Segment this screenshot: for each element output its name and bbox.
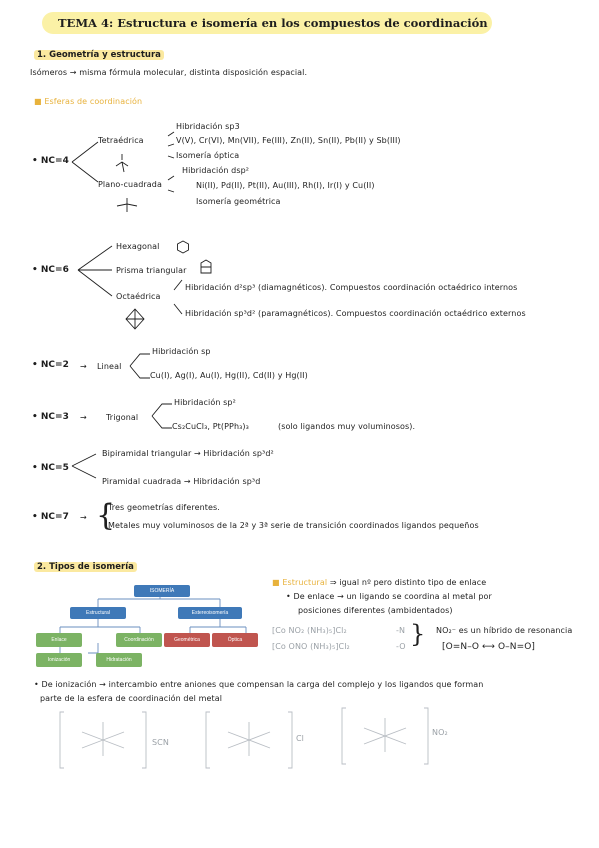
example-nitrito-suffix: -O bbox=[396, 642, 406, 651]
tree-estereo: Estereoisomería bbox=[178, 607, 242, 619]
tetra-isomery: Isomería óptica bbox=[176, 151, 240, 160]
spheres-heading: ■ Esferas de coordinación bbox=[34, 97, 143, 106]
nc7-line2: Metales muy voluminosos de la 2ª y 3ª se… bbox=[108, 521, 479, 530]
nc2-hib: Hibridación sp bbox=[152, 347, 211, 356]
counter-ion-3: NO₂ bbox=[432, 728, 448, 737]
nc7-line1: Tres geometrías diferentes. bbox=[108, 503, 220, 512]
nc6-hib1: Hibridación d²sp³ (diamagnéticos). Compu… bbox=[185, 283, 518, 292]
octahedron-icon bbox=[125, 308, 145, 330]
tetra-hib: Hibridación sp3 bbox=[176, 122, 240, 131]
nc2-label: • NC=2 bbox=[32, 360, 69, 370]
nc3-note: (solo ligandos muy voluminosos). bbox=[278, 422, 416, 431]
nc3-brace bbox=[151, 403, 172, 429]
counter-ion-1: SCN bbox=[152, 738, 169, 747]
example-nitro-suffix: -N bbox=[396, 626, 406, 635]
nc4-branches bbox=[71, 131, 175, 193]
prisma-label: Prisma triangular bbox=[116, 266, 187, 275]
nc5-bipir: Bipiramidal triangular → Hibridación sp³… bbox=[102, 449, 274, 458]
enlace-line1: • De enlace → un ligando se coordina al … bbox=[286, 592, 492, 601]
prism-icon bbox=[200, 259, 212, 274]
nc2-examples: Cu(I), Ag(I), Au(I), Hg(II), Cd(II) y Hg… bbox=[150, 371, 308, 380]
nc6-branches bbox=[77, 245, 183, 315]
tree-root: ISOMERÍA bbox=[134, 585, 190, 597]
plano-examples: Ni(II), Pd(II), Pt(II), Au(III), Rh(I), … bbox=[196, 181, 375, 190]
tree-coordinacion: Coordinación bbox=[116, 633, 162, 647]
example-nitro: [Co NO₂ (NH₃)₅]Cl₂ bbox=[272, 626, 347, 635]
tetra-examples: V(V), Cr(VI), Mn(VII), Fe(III), Zn(II), … bbox=[176, 136, 401, 145]
nc3-trig: Trigonal bbox=[106, 413, 139, 422]
tree-hidratacion: Hidratación bbox=[96, 653, 142, 667]
nc6-label: • NC=6 bbox=[32, 265, 69, 275]
ionizacion-line2: parte de la esfera de coordinación del m… bbox=[40, 694, 223, 703]
section-2-heading: 2. Tipos de isomería bbox=[34, 562, 137, 572]
nc3-hib: Hibridación sp² bbox=[174, 398, 236, 407]
hexagon-icon bbox=[177, 240, 189, 254]
nc6-hib2: Hibridación sp³d² (paramagnéticos). Comp… bbox=[185, 309, 526, 318]
nc4-label: • NC=4 bbox=[32, 156, 69, 166]
counter-ion-2: Cl bbox=[296, 734, 305, 743]
title-highlight bbox=[42, 12, 492, 34]
nc5-pir: Piramidal cuadrada → Hibridación sp³d bbox=[102, 477, 261, 486]
isomers-definition: Isómeros → misma fórmula molecular, dist… bbox=[30, 68, 308, 77]
example-brace: } bbox=[410, 620, 426, 648]
tree-geometrica: Geométrica bbox=[164, 633, 210, 647]
tetrahedral-sketch-icon bbox=[115, 154, 129, 173]
estructural-note: ■ Estructural ⇒ igual nº pero distinto t… bbox=[272, 578, 487, 587]
nc7-arrow: → bbox=[80, 513, 87, 522]
plano-isomery: Isomería geométrica bbox=[196, 197, 281, 206]
nc7-brace: { bbox=[96, 498, 116, 533]
nc2-arrow: → bbox=[80, 362, 87, 371]
tree-estructural: Estructural bbox=[70, 607, 126, 619]
nc5-branches bbox=[71, 453, 97, 479]
nc3-arrow: → bbox=[80, 413, 87, 422]
tree-enlace: Enlace bbox=[36, 633, 82, 647]
nc2-lineal: Lineal bbox=[97, 362, 122, 371]
page-title: TEMA 4: Estructura e isomería en los com… bbox=[58, 16, 488, 30]
nc2-brace bbox=[129, 353, 150, 379]
square-planar-sketch-icon bbox=[116, 198, 138, 212]
nc3-examples: Cs₂CuCl₃, Pt(PPh₃)₃ bbox=[172, 422, 249, 431]
hexagonal-label: Hexagonal bbox=[116, 242, 160, 251]
complex-sketch-3 bbox=[341, 707, 429, 765]
nc7-label: • NC=7 bbox=[32, 512, 69, 522]
octa-label: Octaédrica bbox=[116, 292, 161, 301]
tree-ionizacion: Ionización bbox=[36, 653, 82, 667]
example-nitrito: [Co ONO (NH₃)₅]Cl₂ bbox=[272, 642, 350, 651]
enlace-line2: posiciones diferentes (ambidentados) bbox=[298, 606, 453, 615]
complex-sketch-2 bbox=[205, 711, 293, 769]
tree-optica: Óptica bbox=[212, 633, 258, 647]
section-1-heading: 1. Geometría y estructura bbox=[34, 50, 164, 60]
complex-sketch-1 bbox=[59, 711, 147, 769]
plano-label: Plano-cuadrada bbox=[98, 180, 162, 189]
nc5-label: • NC=5 bbox=[32, 463, 69, 473]
no2-note: NO₂⁻ es un híbrido de resonancia bbox=[436, 626, 573, 635]
nc3-label: • NC=3 bbox=[32, 412, 69, 422]
ionizacion-line1: • De ionización → intercambio entre anio… bbox=[34, 680, 484, 689]
plano-hib: Hibridación dsp² bbox=[182, 166, 250, 175]
resonance-structures: [O=N–O ⟷ O–N=O] bbox=[442, 642, 536, 652]
tetra-label: Tetraédrica bbox=[98, 136, 144, 145]
